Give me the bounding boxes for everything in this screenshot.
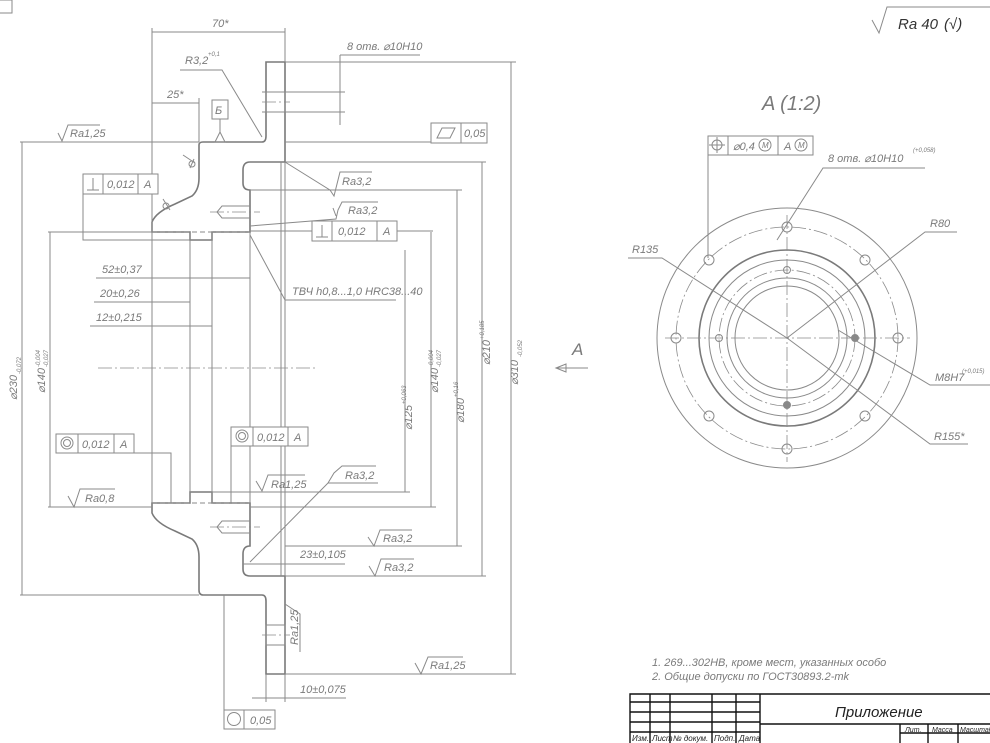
radius-r80: R80	[930, 218, 951, 230]
technical-notes: 1. 269...302HB, кроме мест, указанных ос…	[651, 657, 886, 683]
view-a-arrow-label: A	[571, 340, 583, 359]
general-roughness-value: Ra 40	[898, 16, 939, 33]
dim-d140-left: ⌀140	[36, 367, 48, 393]
roughness-mid: Ra1,25	[271, 479, 307, 491]
dim-d210-tol: +0,185	[480, 320, 486, 339]
section-lower	[151, 491, 286, 675]
conc-mid-datum: A	[293, 432, 301, 444]
view-a-holes-tol: (+0,058)	[913, 148, 936, 154]
dim-d140-right: ⌀140	[429, 367, 441, 393]
roughness-bottom: Ra1,25	[430, 660, 466, 672]
col-mass: Масса	[932, 727, 953, 734]
dim-d140-right-tol-up: -0,004	[429, 349, 435, 367]
dim-d180: ⌀180	[455, 397, 467, 423]
position-tol-datum: A	[783, 141, 791, 153]
thread-tol: (+0,015)	[962, 369, 985, 375]
flatness-icon	[436, 127, 456, 139]
dim-25: 25*	[166, 89, 184, 101]
drawing-title: Приложение	[835, 704, 923, 721]
conc-mid-value: 0,012	[257, 432, 285, 444]
perpendicularity-icon	[316, 225, 328, 238]
circularity-value: 0,05	[250, 715, 272, 727]
conc-left-value: 0,012	[82, 439, 110, 451]
dim-d140-right-tol-lo: -0,027	[437, 349, 443, 367]
position-tol-datum-modifier: M	[798, 141, 805, 150]
roughness-top-left: Ra1,25	[70, 128, 106, 140]
col-lit: Лит.	[904, 727, 921, 734]
dim-d310: ⌀310	[509, 359, 521, 385]
view-a-title: A (1:2)	[761, 93, 821, 115]
col-izm: Изм.	[632, 734, 649, 743]
roughness-groove-2: Ra3,2	[384, 562, 413, 574]
col-scale: Масштаб	[960, 726, 990, 734]
radius-r155: R155*	[934, 431, 965, 443]
dim-d310-tol: -0,052	[518, 339, 524, 357]
dim-20: 20±0,26	[99, 288, 141, 300]
perpendicularity-icon	[87, 178, 99, 191]
roughness-groove-1: Ra3,2	[383, 533, 412, 545]
flange-holes-note: 8 отв. ⌀10H10	[347, 41, 423, 53]
perpendicularity-frame-mid: 0,012 A	[250, 220, 433, 242]
roughness-lower-leader: Ra3,2	[345, 470, 374, 482]
roughness-groove-top: Ra3,2	[342, 176, 371, 188]
view-a-holes-note: 8 отв. ⌀10H10	[828, 153, 904, 165]
fillet-tolerance: +0,1	[208, 52, 220, 58]
dim-23: 23±0,105	[299, 549, 347, 561]
dim-10: 10±0,075	[300, 684, 347, 696]
position-icon	[709, 137, 725, 153]
view-a-arrow-icon	[554, 363, 588, 373]
dim-d230-tol: -0,072	[17, 356, 23, 374]
perp-mid-value: 0,012	[338, 226, 366, 238]
heat-treatment-note: ТВЧ h0,8...1,0 HRC38...40	[292, 286, 423, 298]
radius-r135: R135	[632, 244, 659, 256]
bolt-holes	[670, 221, 904, 455]
position-tol-modifier: M	[762, 141, 769, 150]
position-tolerance-frame: ⌀0,4 M A M	[707, 135, 814, 258]
note-2: 2. Общие допуски по ГОСТ30893.2-mk	[651, 671, 850, 683]
col-list: Лист	[651, 734, 673, 743]
dim-52: 52±0,37	[102, 264, 143, 276]
position-tol-value: ⌀0,4	[733, 141, 755, 153]
dim-70: 70*	[212, 18, 229, 30]
dim-12: 12±0,215	[96, 312, 143, 324]
section-view: 70* 25* R3,2 +0,1 8 отв. ⌀10H10 Б 0,05 R…	[8, 18, 588, 730]
dim-d210: ⌀210	[481, 339, 493, 365]
dim-d125: ⌀125	[403, 404, 415, 430]
col-date: Дата	[738, 734, 761, 743]
roughness-bore-top: Ra3,2	[348, 205, 377, 217]
perp-top-datum: A	[143, 179, 151, 191]
col-doc: № докум.	[673, 734, 708, 743]
dim-d180-tol: +0,16	[454, 381, 460, 397]
roughness-flange-face: Ra1,25	[289, 609, 301, 645]
perp-mid-datum: A	[382, 226, 390, 238]
sheet-corner-mark	[0, 0, 13, 14]
perpendicularity-frame-top: 0,012 A	[82, 173, 190, 241]
general-roughness: Ra 40 (√)	[871, 6, 990, 35]
dim-d125-tol: +0,063	[402, 385, 408, 404]
dim-d140-left-tol-lo: -0,027	[44, 349, 50, 367]
dim-d140-left-tol-up: -0,004	[36, 349, 42, 367]
note-1: 1. 269...302HB, кроме мест, указанных ос…	[652, 657, 886, 669]
flatness-value: 0,05	[464, 128, 486, 140]
concentricity-frame-left: 0,012 A	[55, 433, 172, 503]
datum-b-label: Б	[215, 105, 222, 117]
thread-m8h7: M8H7	[935, 372, 965, 384]
dim-d230: ⌀230	[8, 374, 20, 400]
perp-top-value: 0,012	[107, 179, 135, 191]
general-roughness-suffix: (√)	[944, 16, 962, 33]
concentricity-frame-mid: 0,012 A	[230, 426, 309, 503]
view-a: A (1:2) ⌀0,4 M A M	[628, 93, 990, 469]
flatness-tolerance-frame: 0,05	[285, 122, 488, 144]
conc-left-datum: A	[119, 439, 127, 451]
circularity-frame-bottom: 0,05	[223, 595, 276, 730]
roughness-bore-left: Ra0,8	[85, 493, 115, 505]
fillet-radius: R3,2	[185, 55, 208, 67]
col-sign: Подп.	[714, 734, 735, 743]
title-block: Приложение Изм. Лист № докум. Подп. Дата…	[629, 693, 990, 743]
